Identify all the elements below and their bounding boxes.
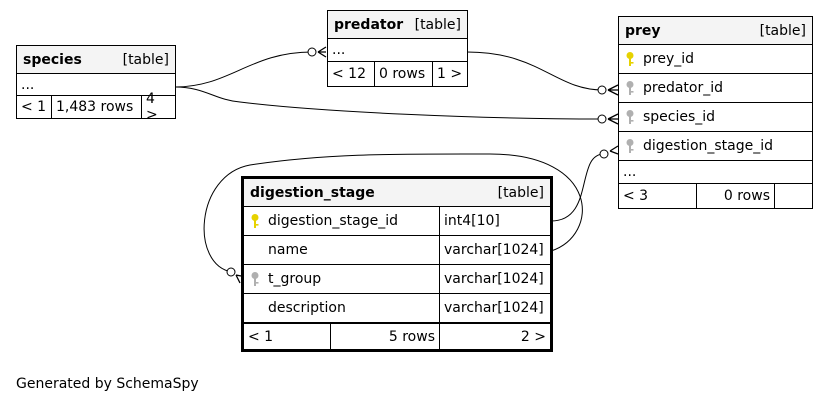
table-name: prey	[625, 22, 661, 39]
primary-key-icon	[623, 51, 637, 67]
column-name: species_id	[643, 109, 716, 125]
foreign-key-icon	[623, 138, 637, 154]
column-type: varchar[1024]	[439, 294, 550, 322]
column-name: name	[268, 242, 308, 258]
foreign-key-icon	[623, 109, 637, 125]
table-type-label: [table]	[497, 184, 544, 201]
edge-species-predator	[174, 51, 313, 88]
column-row-prey-id: prey_id	[619, 45, 812, 74]
column-row-digestion-stage-id: digestion_stage_id	[619, 132, 812, 161]
table-type-label: [table]	[122, 51, 169, 68]
generated-by-label: Generated by SchemaSpy	[16, 376, 199, 392]
table-footer: < 1 5 rows 2 >	[244, 323, 550, 349]
table-footer: < 1 1,483 rows 4 >	[17, 91, 175, 123]
foreign-key-icon	[623, 80, 637, 96]
foreign-key-icon	[248, 271, 262, 287]
parents-count: < 12	[332, 66, 366, 82]
table-header: prey [table]	[619, 17, 812, 45]
column-name: predator_id	[643, 80, 724, 96]
table-name: predator	[334, 16, 404, 33]
edge-self-tgroup	[203, 153, 583, 273]
column-name: description	[268, 300, 346, 316]
column-row-t-group: t_group varchar[1024]	[244, 265, 550, 294]
table-type-label: [table]	[414, 16, 461, 33]
edge-end-circle	[307, 47, 317, 57]
children-count	[774, 184, 812, 208]
more-columns: ...	[21, 76, 35, 93]
table-row: ...	[328, 39, 467, 62]
primary-key-icon	[248, 213, 262, 229]
edge-end-circle	[599, 149, 609, 159]
table-header: digestion_stage [table]	[244, 179, 550, 207]
edge-predator-prey	[466, 51, 604, 91]
column-type: varchar[1024]	[439, 265, 550, 293]
more-columns: ...	[623, 164, 637, 180]
parents-count: < 1	[248, 328, 274, 345]
digestion-stage-table[interactable]: digestion_stage [table] digestion_stage_…	[241, 176, 553, 352]
row-count: 0 rows	[696, 184, 774, 208]
row-count: 1,483 rows	[51, 96, 141, 118]
row-count: 0 rows	[374, 62, 432, 86]
table-footer: < 3 0 rows	[619, 184, 812, 208]
edge-end-circle	[597, 85, 607, 95]
prey-table[interactable]: prey [table] prey_id predator_id species…	[618, 16, 813, 209]
column-name: prey_id	[643, 51, 695, 67]
table-footer: < 12 0 rows 1 >	[328, 62, 467, 86]
more-columns: ...	[332, 42, 346, 58]
column-row-species-id: species_id	[619, 103, 812, 132]
edge-end-circle	[597, 114, 607, 124]
column-name: digestion_stage_id	[643, 138, 774, 154]
crowfoot-marker	[317, 46, 327, 58]
parents-count: < 1	[21, 99, 47, 115]
crowfoot-marker	[607, 84, 619, 96]
children-count: 2 >	[439, 324, 550, 349]
column-type: int4[10]	[439, 207, 550, 235]
row-count: 5 rows	[330, 324, 439, 349]
table-row: ...	[619, 161, 812, 184]
crowfoot-marker	[607, 113, 619, 125]
table-header: species [table]	[17, 46, 175, 74]
species-table[interactable]: species [table] ... < 1 1,483 rows 4 >	[16, 45, 176, 123]
table-type-label: [table]	[759, 22, 806, 39]
table-header: predator [table]	[328, 11, 467, 39]
column-row-digestion-stage-id: digestion_stage_id int4[10]	[244, 207, 550, 236]
column-name: t_group	[268, 271, 322, 287]
table-name: digestion_stage	[250, 184, 375, 201]
column-name: digestion_stage_id	[268, 213, 399, 229]
column-type: varchar[1024]	[439, 236, 550, 264]
edge-digestion-stage-prey	[550, 153, 605, 222]
parents-count: < 3	[623, 188, 649, 204]
children-count: 1 >	[432, 62, 467, 86]
children-count: 4 >	[141, 91, 175, 123]
edge-species-prey	[174, 86, 604, 120]
predator-table[interactable]: predator [table] ... < 12 0 rows 1 >	[327, 10, 468, 87]
crowfoot-marker	[235, 274, 242, 284]
table-name: species	[23, 51, 82, 68]
column-row-predator-id: predator_id	[619, 74, 812, 103]
crowfoot-marker	[609, 145, 619, 155]
column-row-name: name varchar[1024]	[244, 236, 550, 265]
table-row: ...	[17, 74, 175, 96]
column-row-description: description varchar[1024]	[244, 294, 550, 323]
edge-end-circle	[226, 267, 236, 277]
